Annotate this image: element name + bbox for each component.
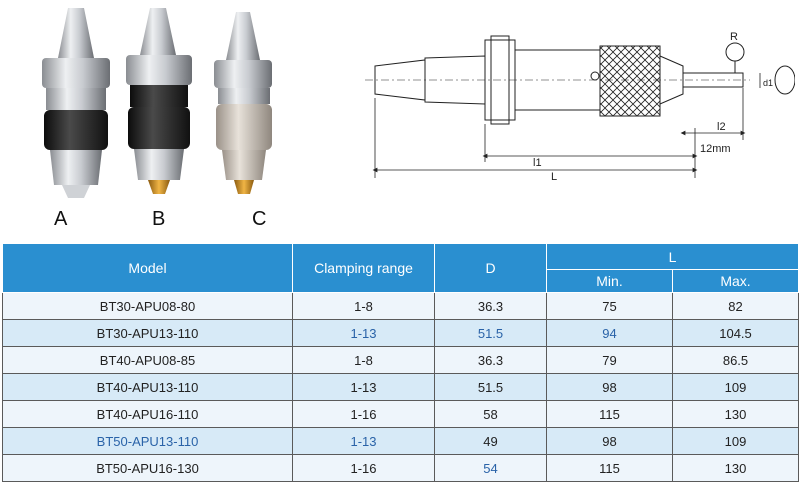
cell-min: 98 (546, 427, 673, 455)
cell-model: BT40-APU16-110 (2, 400, 293, 428)
cell-model: BT50-APU13-110 (2, 427, 293, 455)
header-d: D (434, 243, 547, 293)
table-row: BT50-APU16-130 1-16 54 115 130 (2, 454, 800, 482)
cell-range: 1-13 (292, 319, 435, 347)
label-a: A (54, 208, 68, 230)
label-c: C (252, 208, 267, 230)
technical-drawing: l1 L l2 12mm R d1 (365, 31, 795, 183)
dim-12mm: 12mm (700, 143, 731, 155)
cell-model: BT40-APU08-85 (2, 346, 293, 374)
cell-d: 36.3 (434, 292, 547, 320)
cell-range: 1-16 (292, 454, 435, 482)
cell-range: 1-16 (292, 400, 435, 428)
cell-model: BT30-APU08-80 (2, 292, 293, 320)
cell-d: 49 (434, 427, 547, 455)
dim-d1: d1 (763, 78, 773, 88)
cell-d: 51.5 (434, 319, 547, 347)
cell-range: 1-13 (292, 427, 435, 455)
cell-min: 75 (546, 292, 673, 320)
table-row: BT30-APU08-80 1-8 36.3 75 82 (2, 292, 800, 320)
cell-d: 36.3 (434, 346, 547, 374)
header-clamping-range: Clamping range (292, 243, 435, 293)
table-row: BT40-APU16-110 1-16 58 115 130 (2, 400, 800, 428)
dim-r: R (730, 31, 738, 43)
label-b: B (152, 208, 166, 230)
header-max: Max. (671, 269, 800, 293)
cell-min: 115 (546, 400, 673, 428)
cell-min: 94 (546, 319, 673, 347)
cell-max: 130 (671, 400, 800, 428)
dim-l: L (551, 171, 557, 183)
cell-range: 1-13 (292, 373, 435, 401)
header-l: L (545, 243, 800, 270)
dim-l1: l1 (533, 157, 542, 169)
header-min: Min. (546, 269, 673, 293)
cell-model: BT50-APU16-130 (2, 454, 293, 482)
table-row: BT30-APU13-110 1-13 51.5 94 104.5 (2, 319, 800, 347)
cell-max: 86.5 (671, 346, 800, 374)
cell-model: BT30-APU13-110 (2, 319, 293, 347)
holder-c-image (214, 12, 272, 194)
cell-max: 109 (671, 427, 800, 455)
cell-max: 109 (671, 373, 800, 401)
cell-range: 1-8 (292, 346, 435, 374)
cell-max: 82 (671, 292, 800, 320)
cell-d: 58 (434, 400, 547, 428)
cell-d: 51.5 (434, 373, 547, 401)
dim-l2: l2 (717, 121, 726, 133)
holder-b-image (126, 8, 192, 194)
table-row: BT40-APU13-110 1-13 51.5 98 109 (2, 373, 800, 401)
cell-range: 1-8 (292, 292, 435, 320)
cell-min: 115 (546, 454, 673, 482)
table-row: BT40-APU08-85 1-8 36.3 79 86.5 (2, 346, 800, 374)
table-row: BT50-APU13-110 1-13 49 98 109 (2, 427, 800, 455)
spec-table: Model Clamping range D L Min. Max. BT30-… (2, 243, 800, 482)
cell-d: 54 (434, 454, 547, 482)
cell-min: 79 (546, 346, 673, 374)
cell-max: 130 (671, 454, 800, 482)
header-model: Model (2, 243, 293, 293)
holder-a-image (42, 8, 110, 198)
product-photos (42, 8, 272, 198)
cell-model: BT40-APU13-110 (2, 373, 293, 401)
cell-min: 98 (546, 373, 673, 401)
cell-max: 104.5 (671, 319, 800, 347)
